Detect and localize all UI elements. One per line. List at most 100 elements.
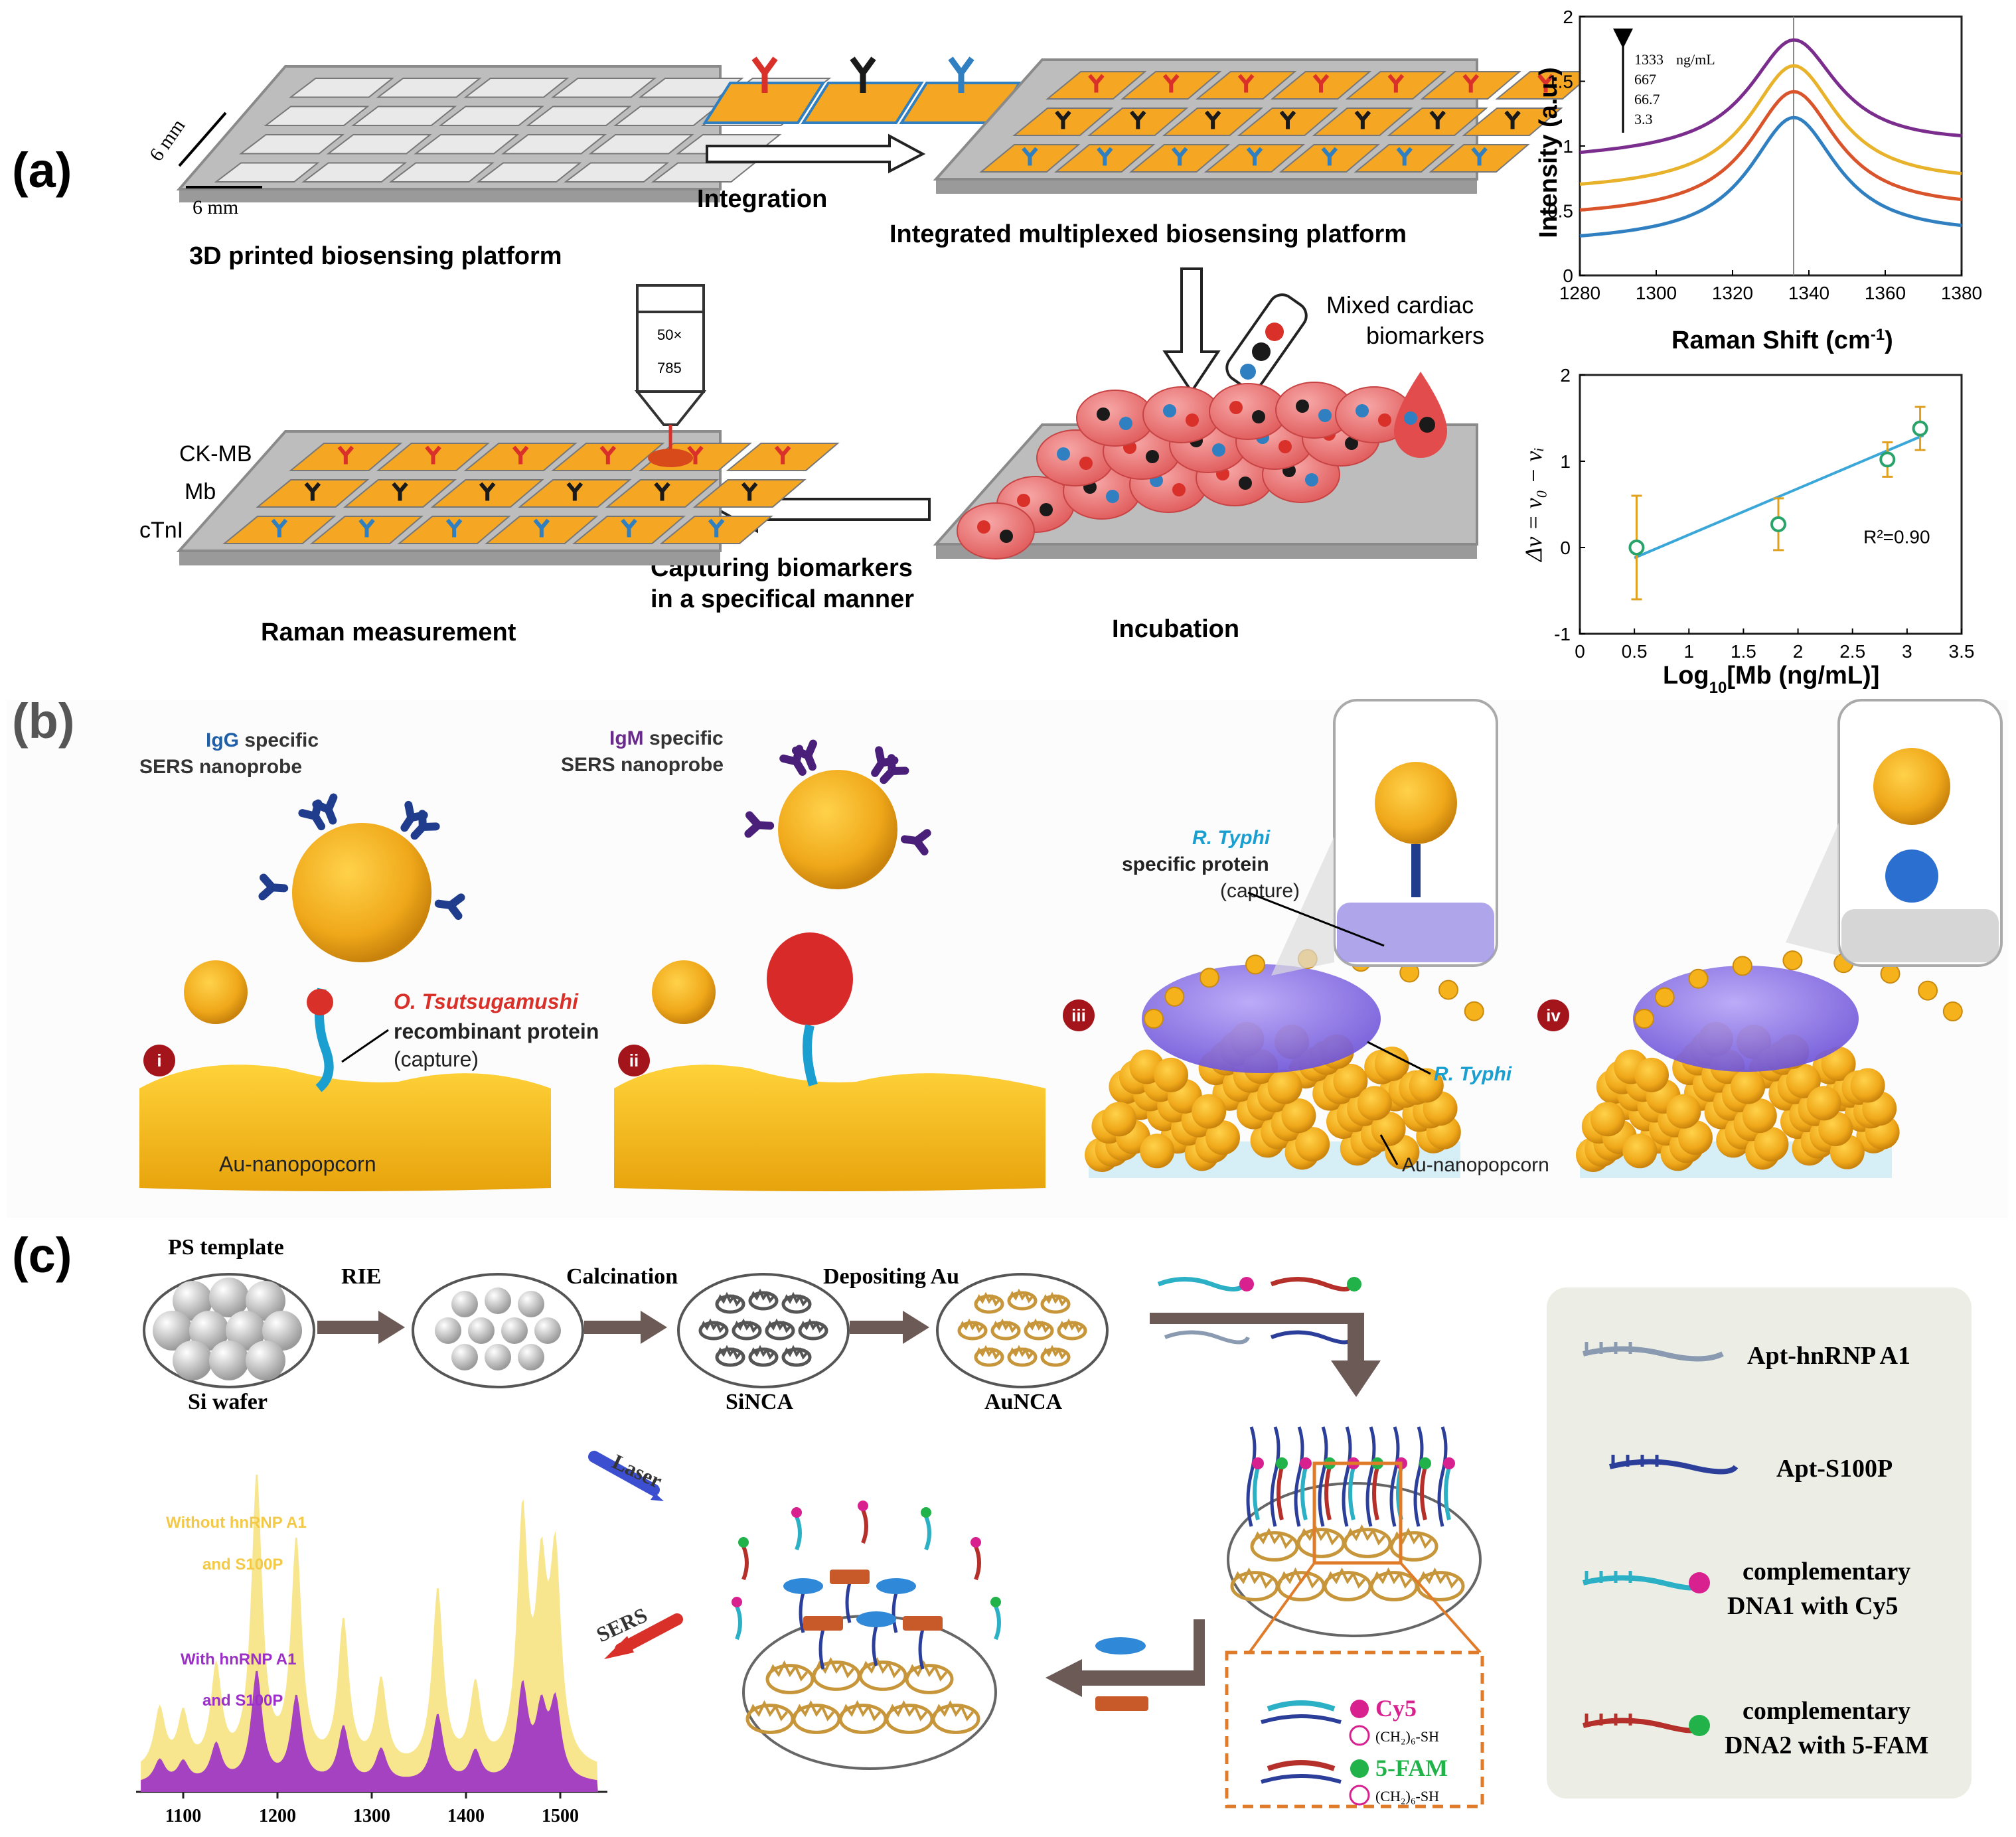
free-strand [994, 1605, 1001, 1641]
scene-marker-circle [618, 1045, 650, 1076]
nanocrown-spikes [1417, 1567, 1459, 1589]
complementary-strand [1420, 1466, 1427, 1520]
scene-marker-circle [1063, 999, 1095, 1031]
antibody-icon [744, 811, 775, 838]
igm-capture-blue [1885, 849, 1938, 903]
legend-background [1547, 1287, 1972, 1799]
ps-sphere [173, 1281, 212, 1321]
biomarker-dot [1305, 473, 1318, 486]
antibody-icon [880, 754, 909, 784]
bound-proteins [783, 1570, 943, 1670]
biomarker-dot [1079, 457, 1093, 470]
calibration-x-tick-label: 2.5 [1839, 641, 1865, 662]
biomarker-dot [1106, 490, 1119, 503]
au-particle [1140, 1134, 1175, 1169]
cy5-label: Cy5 [1375, 1695, 1417, 1722]
legend-comp2-line1: complementary [1743, 1697, 1910, 1725]
objective-body [636, 311, 705, 393]
antibody-icon [1096, 147, 1113, 166]
ps-template-spheres [153, 1278, 302, 1380]
blood-drop-icon [1394, 372, 1447, 458]
antibody-icon [1055, 110, 1071, 129]
etched-sphere [468, 1317, 495, 1344]
biomarker-dot [1186, 413, 1199, 427]
scene-iii [1085, 699, 1498, 1178]
nanocrown-spikes [799, 1318, 824, 1333]
au-particle [1850, 1068, 1885, 1103]
well [388, 162, 495, 183]
igm-title: IgM specific [609, 727, 724, 749]
antibody-blue-icon [948, 56, 974, 93]
nanocrown-spikes [839, 1700, 882, 1722]
scene-ii [614, 739, 1046, 1191]
ps-sphere [189, 1311, 229, 1351]
aptamer-strand [1246, 1426, 1257, 1527]
ps-sphere [173, 1341, 212, 1380]
au-particle [1634, 1057, 1669, 1092]
antibody-icon [1237, 74, 1255, 93]
nanocrown-spikes [859, 1656, 901, 1678]
au-particle [1357, 1086, 1392, 1121]
spectrum-y-tick-label: 0.5 [1547, 201, 1573, 222]
au-particle [1409, 1068, 1444, 1103]
well [264, 106, 370, 126]
free-strand [735, 1605, 742, 1641]
integration-arrow [706, 133, 926, 174]
small-probe [1199, 968, 1219, 988]
nanocrown-spikes [886, 1700, 928, 1722]
laser-spot [648, 449, 693, 467]
panel-c: PS template Si wafer RIE Calcination Dep… [136, 1235, 1972, 1826]
calibration-x-tick-label: 2 [1793, 641, 1804, 662]
spectrum-series-1 [1579, 64, 1962, 186]
antibody-icon [1246, 147, 1263, 166]
raman-platform-wells [222, 443, 840, 544]
spectrum-series-2 [1579, 90, 1962, 212]
crown-array-2 [745, 1656, 980, 1734]
hnrnp-protein-icon [1095, 1637, 1146, 1654]
panel-a: 6 mm 6 mm 3D printed biosensing platform… [139, 56, 1596, 646]
calibration-y-tick-label: 0 [1560, 538, 1571, 558]
nanocrown-spikes [1370, 1567, 1413, 1589]
r-typhi-bacterium-iv [1633, 966, 1859, 1072]
biomarker-dot [1017, 494, 1030, 507]
mixed-biomarkers-line1: Mixed cardiac [1326, 291, 1474, 319]
nanoprobe-small-i [184, 960, 248, 1024]
biomarker-dot [1097, 407, 1110, 421]
calibration-point-1 [1770, 516, 1786, 532]
sample-tube-icon [1225, 293, 1308, 390]
au-particle [1742, 1098, 1777, 1134]
nanoprobe-large-i [292, 823, 431, 962]
small-probe [1144, 1009, 1164, 1029]
sers-x-tick-label: 1200 [259, 1806, 296, 1826]
step-arrow-1 [317, 1311, 405, 1344]
au-particle [1731, 1069, 1766, 1104]
calibration-point-0 [1628, 540, 1645, 555]
well [351, 106, 457, 126]
label-ck-mb: CK-MB [179, 441, 252, 467]
antibody-icon [621, 518, 637, 538]
free-fluorophore [970, 1537, 981, 1548]
legend-item-3: 3.3 [1634, 111, 1653, 127]
nanocrown-spikes [699, 1318, 725, 1333]
recombinant-protein-label: recombinant protein [394, 1019, 599, 1043]
aptamer-strand [799, 1592, 805, 1633]
antibody-icon [1022, 147, 1038, 166]
fabrication-steps [143, 1273, 1109, 1388]
legend-unit: ng/mL [1676, 51, 1715, 68]
antibody-icon [1396, 147, 1413, 166]
well [289, 78, 395, 98]
small-probe [1880, 964, 1900, 984]
au-particle [1754, 1127, 1789, 1162]
biomarker-dot [977, 520, 990, 534]
calibration-fit-line [1634, 434, 1924, 559]
antibody-icon [1471, 147, 1488, 166]
antibody-icon [1321, 147, 1338, 166]
igg-title-line2: SERS nanoprobe [139, 756, 302, 778]
apt-hnrnp-glyph [1583, 1346, 1724, 1362]
au-particle [1192, 1094, 1227, 1129]
free-fluorophore [990, 1597, 1001, 1607]
small-probe [1688, 968, 1709, 989]
r-typhi-pointer [1367, 1041, 1431, 1075]
well [564, 162, 670, 183]
au-nanopopcorn-label-2: Au-nanopopcorn [1402, 1154, 1549, 1176]
